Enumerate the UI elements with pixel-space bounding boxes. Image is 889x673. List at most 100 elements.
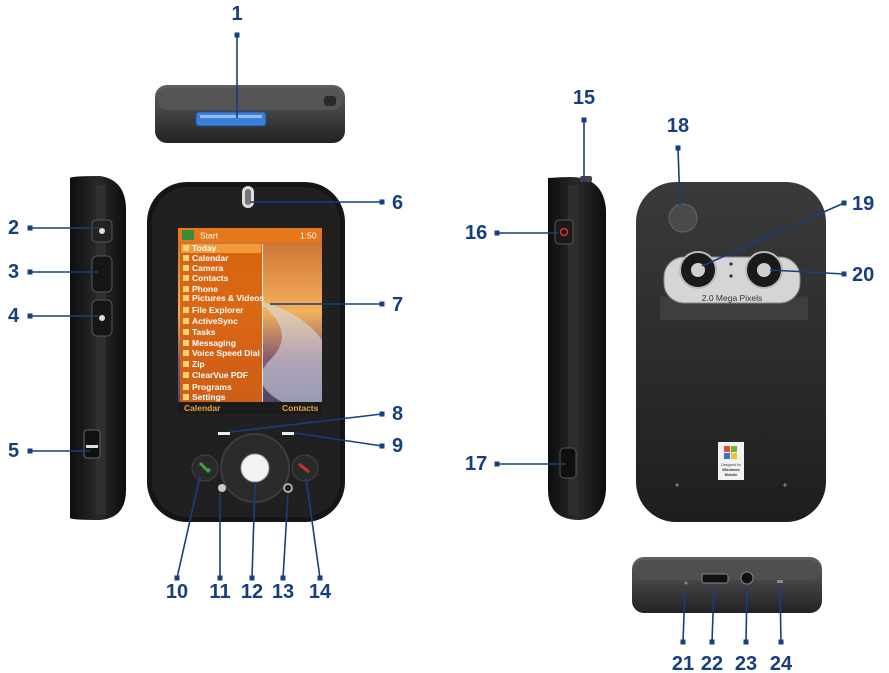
callout-line [711, 585, 715, 643]
callout-marker [317, 575, 323, 581]
menu-item[interactable]: Pictures & Videos [192, 293, 264, 303]
callout-marker [27, 313, 33, 319]
callout-marker [379, 411, 385, 417]
screen: Start 1:50 TodayCalendarCameraContactsPh… [178, 228, 322, 414]
callout-line [779, 585, 782, 643]
callout-label: 15 [573, 87, 595, 109]
callout-label: 11 [209, 581, 230, 603]
callout-marker [27, 448, 33, 454]
power-icon [559, 227, 569, 237]
menu-item-icon [183, 318, 189, 324]
menu-item-icon [183, 384, 189, 390]
menu-item[interactable]: Zip [192, 359, 205, 369]
callout-marker [174, 575, 180, 581]
callout-label: 9 [392, 435, 403, 457]
svg-text:Designed for: Designed for [721, 463, 742, 467]
menu-item[interactable]: Voice Speed Dial [192, 348, 260, 358]
stylus [668, 203, 698, 233]
ok-icon [283, 483, 293, 493]
menu-item-icon [183, 265, 189, 271]
callout-label: 7 [392, 294, 403, 316]
svg-text:Mobile: Mobile [725, 472, 738, 477]
callout-label: 1 [231, 3, 242, 25]
menu-item[interactable]: File Explorer [192, 305, 244, 315]
callout-label: 22 [701, 653, 723, 673]
end-call-icon [298, 462, 310, 474]
callout-line [701, 202, 845, 267]
callout-marker [743, 639, 749, 645]
callout-label: 10 [166, 581, 188, 603]
softkey-left[interactable]: Calendar [184, 403, 221, 413]
callout-marker [494, 230, 500, 236]
callout-marker [217, 575, 223, 581]
callout-line [677, 147, 681, 207]
menu-item[interactable]: Tasks [192, 327, 216, 337]
menu-item[interactable]: Calendar [192, 253, 229, 263]
menu-item-icon [183, 350, 189, 356]
callout-label: 16 [465, 222, 487, 244]
status-time: 1:50 [300, 231, 317, 241]
callout-marker [778, 639, 784, 645]
callout-marker [27, 225, 33, 231]
callout-line [682, 587, 686, 643]
menu-item-icon [183, 394, 189, 400]
menu-item[interactable]: Contacts [192, 273, 229, 283]
callout-label: 23 [735, 653, 757, 673]
camera-label: 2.0 Mega Pixels [702, 293, 762, 303]
callout-line [176, 475, 201, 579]
svg-text:Windows: Windows [722, 467, 740, 472]
menu-item-icon [183, 245, 189, 251]
callout-label: 18 [667, 115, 689, 137]
audio-jack [740, 571, 754, 585]
callout-marker [27, 269, 33, 275]
callout-label: 17 [465, 453, 487, 475]
menu-item[interactable]: Messaging [192, 338, 236, 348]
callout-label: 24 [770, 653, 793, 673]
softkey-right[interactable]: Contacts [282, 403, 319, 413]
menu-item-icon [183, 295, 189, 301]
enter-button[interactable] [240, 453, 270, 483]
status-start[interactable]: Start [200, 231, 219, 241]
menu-item-icon [183, 329, 189, 335]
menu-item[interactable]: Camera [192, 263, 223, 273]
menu-item-icon [183, 307, 189, 313]
start-menu [180, 244, 262, 402]
callout-label: 5 [8, 440, 19, 462]
callout-label: 12 [241, 581, 263, 603]
menu-item-icon [183, 286, 189, 292]
status-bar [178, 228, 322, 242]
menu-item-icon [183, 361, 189, 367]
callout-label: 14 [309, 581, 332, 603]
callout-label: 2 [8, 217, 19, 239]
start-icon [218, 484, 226, 492]
callout-line [294, 432, 383, 447]
callout-label: 20 [852, 264, 874, 286]
callout-label: 21 [672, 653, 694, 673]
bottom-view [632, 557, 822, 613]
back-view: 2.0 Mega Pixels Designed for Windows Mob… [636, 182, 826, 522]
menu-item[interactable]: Settings [192, 392, 226, 402]
callout-line [305, 477, 321, 579]
menu-item-icon [183, 255, 189, 261]
menu-item[interactable]: Phone [192, 284, 218, 294]
callout-line [229, 413, 383, 433]
menu-item[interactable]: Today [192, 243, 217, 253]
talk-icon [198, 461, 212, 474]
callout-marker [581, 117, 587, 123]
callout-marker [379, 301, 385, 307]
menu-item[interactable]: Programs [192, 382, 232, 392]
callout-label: 6 [392, 192, 403, 214]
sync-connector [701, 573, 729, 584]
callout-line [769, 269, 845, 275]
callout-line [282, 493, 289, 579]
callout-label: 3 [8, 261, 19, 283]
front-view: Start 1:50 TodayCalendarCameraContactsPh… [147, 182, 345, 522]
left-side-view [70, 176, 126, 520]
callout-marker [680, 639, 686, 645]
top-view [155, 85, 345, 143]
callout-marker [494, 461, 500, 467]
menu-item[interactable]: ActiveSync [192, 316, 238, 326]
callout-line [251, 481, 256, 579]
menu-item[interactable]: ClearVue PDF [192, 370, 248, 380]
